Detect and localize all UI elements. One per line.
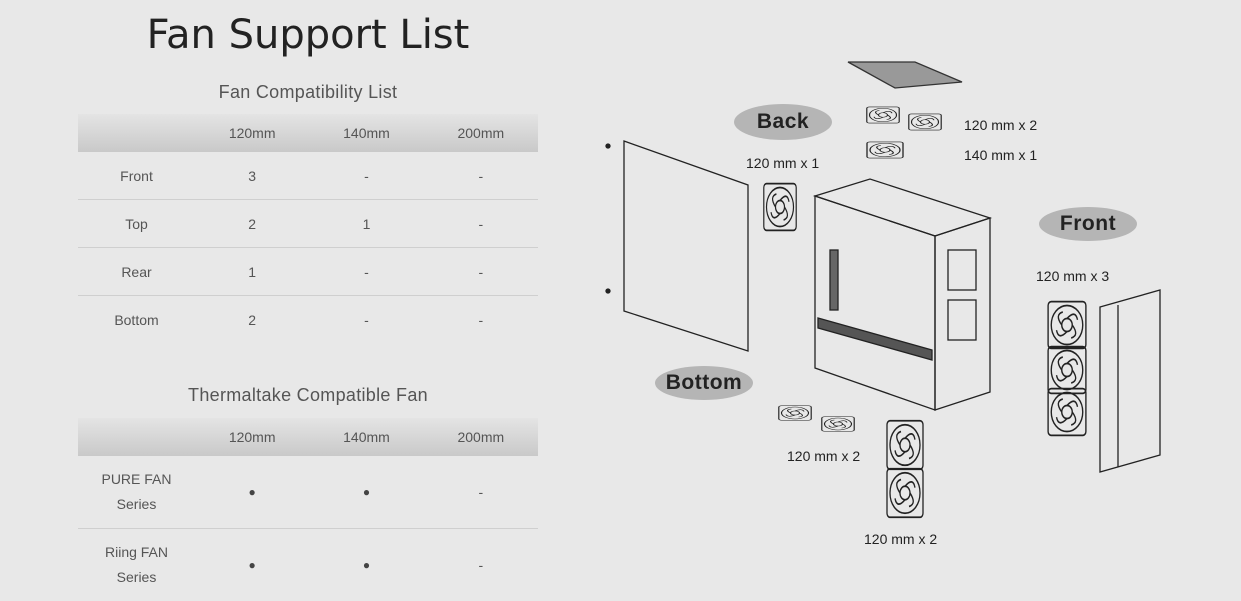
bottom-b-label: 120 mm x 2 [864,531,937,547]
top-fan-icon [867,107,941,158]
rear-fan-icon [764,184,796,231]
front-fan-icon [1048,302,1086,436]
back-label: Back [734,104,832,140]
top-120-label: 120 mm x 2 [964,117,1037,133]
rear-120-label: 120 mm x 1 [746,155,819,171]
front-label: Front [1039,207,1137,241]
case-body [815,179,990,410]
bottom-a-label: 120 mm x 2 [787,448,860,464]
dust-filter [848,62,962,88]
side-panel [624,141,748,351]
top-140-label: 140 mm x 1 [964,147,1037,163]
front-120-label: 120 mm x 3 [1036,268,1109,284]
bottom-label: Bottom [655,366,753,400]
front-panel [1100,290,1160,472]
